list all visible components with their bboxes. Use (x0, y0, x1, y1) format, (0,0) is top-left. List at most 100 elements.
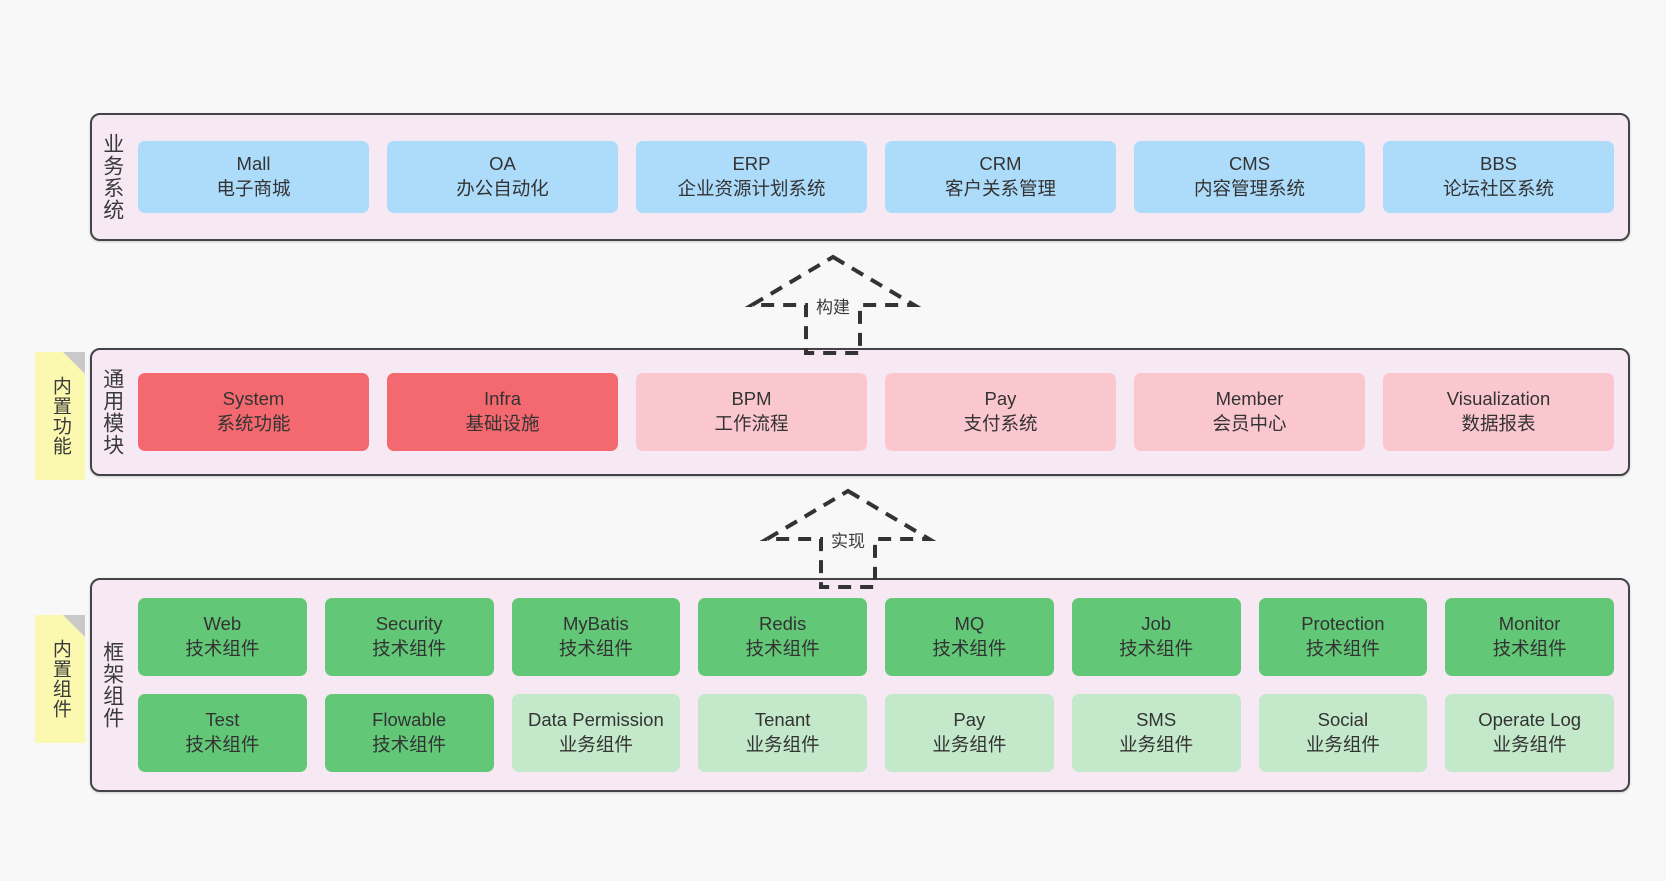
card-title-en: CRM (979, 153, 1022, 175)
card-title-en: Test (205, 709, 240, 731)
module-card-redis[interactable]: Redis 技术组件 (698, 598, 867, 676)
card-title-en: Security (375, 613, 443, 635)
card-title-cn: 技术组件 (1119, 638, 1194, 659)
card-title-en: Operate Log (1478, 709, 1582, 731)
card-title-cn: 技术组件 (185, 734, 260, 755)
layer-framework-component: 框架组件 Web 技术组件 Security 技术组件 MyBatis 技术组件… (90, 578, 1630, 792)
sticky-note-builtin-function: 内置功能 (35, 352, 85, 480)
module-card-operate-log[interactable]: Operate Log 业务组件 (1445, 694, 1614, 772)
module-card-mq[interactable]: MQ 技术组件 (885, 598, 1054, 676)
layer-title-business: 业务系统 (100, 133, 124, 221)
card-title-cn: 业务组件 (932, 734, 1007, 755)
arrow-build: 构建 (744, 253, 922, 355)
layer-body-business: Mall 电子商城 OA 办公自动化 ERP 企业资源计划系统 CRM 客户关系… (132, 115, 1628, 239)
card-title-cn: 业务组件 (745, 734, 820, 755)
card-title-cn: 技术组件 (558, 638, 633, 659)
module-card-social[interactable]: Social 业务组件 (1258, 694, 1428, 772)
card-title-cn: 业务组件 (1119, 734, 1194, 755)
card-title-en: Redis (758, 613, 807, 635)
module-card-oa[interactable]: OA 办公自动化 (387, 141, 618, 213)
card-title-en: BPM (731, 388, 772, 410)
card-title-en: ERP (732, 153, 771, 175)
card-title-cn: 数据报表 (1461, 413, 1536, 434)
module-card-pay-business[interactable]: Pay 业务组件 (885, 694, 1054, 772)
card-title-en: Social (1317, 709, 1369, 731)
card-title-cn: 论坛社区系统 (1442, 178, 1554, 199)
module-card-monitor[interactable]: Monitor 技术组件 (1445, 598, 1614, 676)
card-title-cn: 工作流程 (714, 413, 789, 434)
module-card-flowable[interactable]: Flowable 技术组件 (324, 694, 494, 772)
module-card-bpm[interactable]: BPM 工作流程 (636, 373, 867, 451)
module-card-infra[interactable]: Infra 基础设施 (387, 373, 618, 451)
layer-common-module: 通用模块 System 系统功能 Infra 基础设施 BPM 工作流程 Pay… (90, 348, 1630, 476)
layer-business-system: 业务系统 Mall 电子商城 OA 办公自动化 ERP 企业资源计划系统 CRM… (90, 113, 1630, 241)
sticky-note-builtin-component: 内置组件 (35, 615, 85, 743)
module-card-security[interactable]: Security 技术组件 (324, 598, 494, 676)
module-card-system[interactable]: System 系统功能 (138, 373, 369, 451)
card-title-en: Mall (236, 153, 271, 175)
module-card-protection[interactable]: Protection 技术组件 (1258, 598, 1428, 676)
card-title-en: CMS (1228, 153, 1271, 175)
card-title-en: MQ (954, 613, 985, 635)
card-title-en: Infra (483, 388, 522, 410)
card-title-cn: 技术组件 (1305, 638, 1380, 659)
sticky-note-label: 内置组件 (49, 639, 71, 719)
card-title-cn: 办公自动化 (456, 178, 549, 199)
layer-title-common: 通用模块 (100, 368, 124, 456)
card-title-cn: 基础设施 (465, 413, 540, 434)
card-title-en: Visualization (1446, 388, 1551, 410)
card-title-en: Web (203, 613, 242, 635)
card-title-cn: 系统功能 (216, 413, 291, 434)
card-title-cn: 客户关系管理 (944, 178, 1056, 199)
card-title-cn: 支付系统 (963, 413, 1038, 434)
layer-row: System 系统功能 Infra 基础设施 BPM 工作流程 Pay 支付系统… (138, 373, 1614, 451)
card-title-cn: 会员中心 (1212, 413, 1287, 434)
module-card-erp[interactable]: ERP 企业资源计划系统 (636, 141, 867, 213)
module-card-tenant[interactable]: Tenant 业务组件 (698, 694, 867, 772)
arrow-implement: 实现 (759, 487, 937, 589)
module-card-bbs[interactable]: BBS 论坛社区系统 (1383, 141, 1614, 213)
card-title-en: MyBatis (562, 613, 629, 635)
module-card-visualization[interactable]: Visualization 数据报表 (1383, 373, 1614, 451)
card-title-cn: 技术组件 (1492, 638, 1567, 659)
arrow-shape (744, 254, 922, 355)
module-card-web[interactable]: Web 技术组件 (138, 598, 307, 676)
card-title-cn: 内容管理系统 (1193, 178, 1305, 199)
card-title-en: Job (1141, 613, 1172, 635)
module-card-test[interactable]: Test 技术组件 (138, 694, 307, 772)
module-card-mall[interactable]: Mall 电子商城 (138, 141, 369, 213)
layer-body-framework: Web 技术组件 Security 技术组件 MyBatis 技术组件 Redi… (132, 580, 1628, 790)
module-card-member[interactable]: Member 会员中心 (1134, 373, 1365, 451)
card-title-en: Member (1215, 388, 1284, 410)
card-title-cn: 电子商城 (216, 178, 291, 199)
layer-body-common: System 系统功能 Infra 基础设施 BPM 工作流程 Pay 支付系统… (132, 350, 1628, 474)
card-title-cn: 技术组件 (745, 638, 820, 659)
card-title-cn: 技术组件 (185, 638, 260, 659)
module-card-sms[interactable]: SMS 业务组件 (1071, 694, 1241, 772)
card-title-cn: 业务组件 (1305, 734, 1380, 755)
card-title-en: Pay (984, 388, 1017, 410)
card-title-cn: 业务组件 (1492, 734, 1567, 755)
card-title-cn: 企业资源计划系统 (677, 178, 826, 199)
card-title-en: BBS (1479, 153, 1518, 175)
card-title-en: OA (489, 153, 516, 175)
layer-row: Test 技术组件 Flowable 技术组件 Data Permission … (138, 694, 1614, 772)
arrow-label-implement: 实现 (831, 532, 865, 551)
sticky-note-label: 内置功能 (49, 376, 71, 456)
arrow-label-build: 构建 (816, 298, 850, 317)
card-title-cn: 技术组件 (372, 734, 447, 755)
layer-row: Mall 电子商城 OA 办公自动化 ERP 企业资源计划系统 CRM 客户关系… (138, 141, 1614, 213)
module-card-cms[interactable]: CMS 内容管理系统 (1134, 141, 1365, 213)
card-title-en: SMS (1136, 709, 1177, 731)
module-card-pay[interactable]: Pay 支付系统 (885, 373, 1116, 451)
card-title-cn: 技术组件 (932, 638, 1007, 659)
card-title-en: Flowable (372, 709, 447, 731)
layer-row: Web 技术组件 Security 技术组件 MyBatis 技术组件 Redi… (138, 598, 1614, 676)
module-card-crm[interactable]: CRM 客户关系管理 (885, 141, 1116, 213)
module-card-mybatis[interactable]: MyBatis 技术组件 (511, 598, 681, 676)
card-title-en: Protection (1301, 613, 1385, 635)
module-card-data-permission[interactable]: Data Permission 业务组件 (511, 694, 681, 772)
card-title-cn: 技术组件 (372, 638, 447, 659)
module-card-job[interactable]: Job 技术组件 (1071, 598, 1241, 676)
